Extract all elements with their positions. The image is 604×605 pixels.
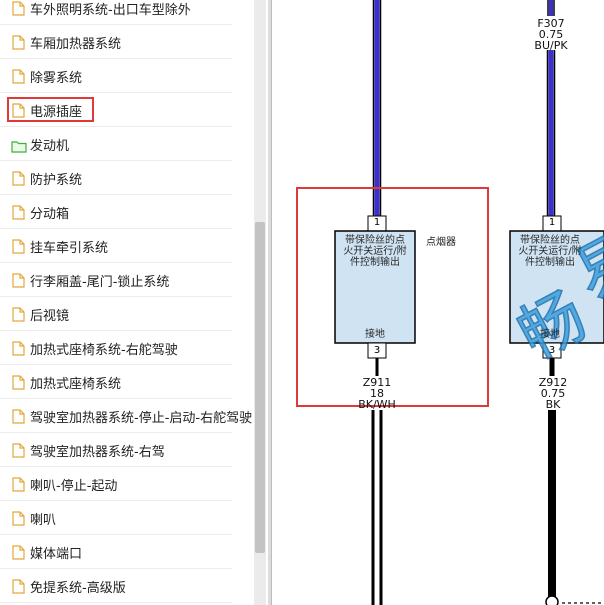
wire-code: Z912: [538, 376, 568, 389]
file-icon: [12, 341, 25, 356]
file-icon: [12, 205, 25, 220]
wire-color: BU/PK: [534, 39, 568, 52]
right-bottom-wire: [545, 358, 604, 605]
file-icon: [12, 477, 25, 492]
wire-code: Z911: [362, 376, 392, 389]
right-module-text-line1: 带保险丝的点: [520, 235, 580, 246]
wiring-diagram: 畅 易 F307 0.75 BU/PK 1 带保险丝的点 火开关运行/附 件控制…: [272, 0, 604, 605]
tree-item-label: 发动机: [30, 139, 70, 154]
tree-item-label: 电源插座: [30, 105, 83, 120]
panel-splitter[interactable]: [268, 0, 272, 605]
tree-item[interactable]: 车厢加热器系统: [0, 25, 232, 59]
left-module-side-label: 点烟器: [426, 237, 456, 248]
tree-item[interactable]: 除雾系统: [0, 59, 232, 93]
left-module-pin-bottom: 3: [373, 345, 381, 356]
wire-color: BK: [545, 398, 561, 411]
tree-item[interactable]: 喇叭-停止-起动: [0, 467, 232, 501]
tree-item-label: 除雾系统: [30, 71, 83, 86]
document-tree-panel: 车外照明系统-出口车型除外车厢加热器系统除雾系统电源插座发动机防护系统分动箱挂车…: [0, 0, 268, 605]
tree-item[interactable]: 防护系统: [0, 161, 232, 195]
wiring-diagram-canvas: 畅 易: [296, 0, 604, 605]
right-module-description: 带保险丝的点 火开关运行/附 件控制输出: [510, 235, 590, 268]
tree-item-label: 喇叭-停止-起动: [30, 479, 118, 494]
tree-item-label: 车外照明系统-出口车型除外: [30, 3, 191, 18]
right-module-pin-bottom: 3: [548, 345, 556, 356]
tree-item[interactable]: 驾驶室加热器系统-停止-启动-右舵驾驶: [0, 399, 252, 433]
tree-item-label: 分动箱: [30, 207, 70, 222]
tree-item[interactable]: 加热式座椅系统: [0, 365, 232, 399]
file-icon: [12, 35, 25, 50]
file-icon: [12, 511, 25, 526]
tree-item-label: 喇叭: [30, 513, 57, 528]
file-icon: [12, 443, 25, 458]
right-module-text-line3: 件控制输出: [525, 257, 575, 268]
tree-item-label: 车厢加热器系统: [30, 37, 122, 52]
wire-size: 0.75: [538, 28, 564, 41]
tree-item-label: 免提系统-高级版: [30, 581, 126, 596]
tree-item-label: 行李厢盖-尾门-锁止系统: [30, 275, 170, 290]
tree-item-label: 加热式座椅系统: [30, 377, 122, 392]
left-module: [334, 215, 416, 359]
tree-list: 车外照明系统-出口车型除外车厢加热器系统除雾系统电源插座发动机防护系统分动箱挂车…: [0, 0, 252, 603]
tree-item-label: 挂车牵引系统: [30, 241, 109, 256]
file-icon: [12, 103, 25, 118]
tree-item[interactable]: 加热式座椅系统-右舵驾驶: [0, 331, 232, 365]
left-bottom-wire: [371, 358, 383, 605]
wire-size: 18: [370, 387, 384, 400]
tree-item[interactable]: 行李厢盖-尾门-锁止系统: [0, 263, 232, 297]
folder-icon: [11, 138, 27, 153]
tree-item[interactable]: 驾驶室加热器系统-右驾: [0, 433, 232, 467]
right-top-wire: [546, 0, 556, 216]
left-module-ground-label: 接地: [365, 329, 385, 340]
wire-code: F307: [537, 17, 565, 30]
file-icon: [12, 545, 25, 560]
tree-item-label: 防护系统: [30, 173, 83, 188]
file-icon: [12, 69, 25, 84]
left-module-pin-top: 1: [373, 217, 381, 228]
module-highlight-box: [296, 187, 489, 407]
right-module: [509, 215, 604, 359]
left-module-description: 带保险丝的点 火开关运行/附 件控制输出: [335, 235, 415, 268]
file-icon: [12, 579, 25, 594]
tree-item[interactable]: 分动箱: [0, 195, 232, 229]
file-icon: [12, 239, 25, 254]
tree-item[interactable]: 挂车牵引系统: [0, 229, 232, 263]
left-top-wire: [372, 0, 382, 216]
left-bottom-wire-label: Z911 18 BK/WH: [352, 377, 402, 410]
tree-item[interactable]: 喇叭: [0, 501, 232, 535]
file-icon: [12, 375, 25, 390]
right-bottom-wire-label: Z912 0.75 BK: [528, 377, 578, 410]
left-module-text-line1: 带保险丝的点: [345, 235, 405, 246]
tree-item[interactable]: 免提系统-高级版: [0, 569, 232, 603]
file-icon: [12, 171, 25, 186]
tree-item[interactable]: 车外照明系统-出口车型除外: [0, 0, 232, 25]
file-icon: [12, 307, 25, 322]
tree-item[interactable]: 后视镜: [0, 297, 232, 331]
right-module-ground-label: 接地: [540, 329, 560, 340]
file-icon: [12, 1, 25, 16]
tree-item-label: 加热式座椅系统-右舵驾驶: [30, 343, 178, 358]
tree-item-label: 后视镜: [30, 309, 70, 324]
wire-size: 0.75: [540, 387, 566, 400]
right-module-pin-top: 1: [548, 217, 556, 228]
tree-item-label: 驾驶室加热器系统-右驾: [30, 445, 165, 460]
file-icon: [12, 409, 25, 424]
tree-item[interactable]: 媒体端口: [0, 535, 232, 569]
tree-item-label: 媒体端口: [30, 547, 83, 562]
left-module-text-line2: 火开关运行/附: [343, 246, 407, 257]
wire-color: BK/WH: [358, 398, 396, 411]
tree-item[interactable]: 发动机: [0, 127, 232, 161]
highlight-annotation-box: [7, 97, 94, 122]
tree-scrollbar-thumb[interactable]: [255, 222, 265, 553]
tree-item-label: 驾驶室加热器系统-停止-启动-右舵驾驶: [30, 411, 253, 426]
right-top-wire-label: F307 0.75 BU/PK: [526, 18, 576, 51]
right-module-text-line2: 火开关运行/附: [518, 246, 582, 257]
tree-item[interactable]: 电源插座: [0, 93, 232, 127]
left-module-text-line3: 件控制输出: [350, 257, 400, 268]
file-icon: [12, 273, 25, 288]
